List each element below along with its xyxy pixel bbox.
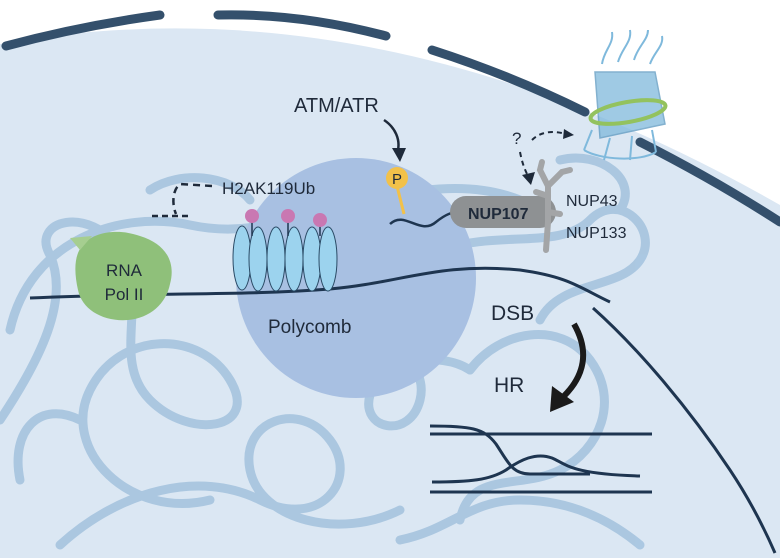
nup133-label: NUP133 xyxy=(566,225,627,242)
question-mark: ? xyxy=(512,129,521,148)
rna-pol-label-line2: Pol II xyxy=(105,285,144,304)
phosphate-label: P xyxy=(392,171,402,188)
nuclear-pore-icon xyxy=(583,29,668,161)
h2ak119ub-label: H2AK119Ub xyxy=(222,179,315,198)
dsb-label: DSB xyxy=(491,302,534,325)
hr-arrow xyxy=(561,322,587,399)
rna-pol-label-line1: RNA xyxy=(106,261,143,280)
nup107-pill xyxy=(450,196,556,228)
dna-strand-broken-end xyxy=(592,306,777,554)
nucleosome-icon xyxy=(232,225,338,292)
inhibition-arrow xyxy=(172,182,213,215)
atm-atr-label: ATM/ATR xyxy=(294,95,379,117)
atm-atr-arrow xyxy=(383,118,400,151)
polycomb-sphere xyxy=(236,158,476,398)
phosphate-icon xyxy=(386,167,408,189)
dashed-arrow-to-nup xyxy=(519,151,529,177)
nup-scaffold-icon xyxy=(533,159,573,253)
polycomb-label: Polycomb xyxy=(268,317,351,338)
nup107-label: NUP107 xyxy=(468,206,529,223)
nup43-label: NUP43 xyxy=(566,193,618,210)
dashed-arrow-to-pore xyxy=(531,131,567,141)
nuclear-envelope xyxy=(1,10,780,227)
hr-strands xyxy=(429,424,652,494)
rna-pol-icon xyxy=(70,231,172,321)
ubiquitin-markers xyxy=(245,209,327,236)
hr-label: HR xyxy=(494,374,524,397)
